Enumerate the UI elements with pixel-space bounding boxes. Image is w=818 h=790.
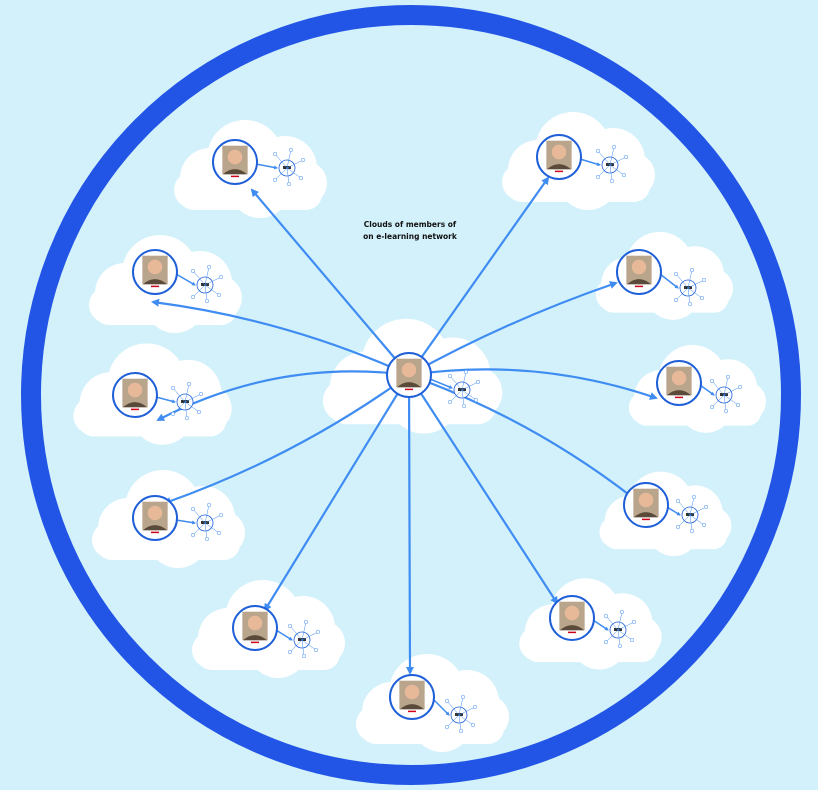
arrow-to-bottom-right	[408, 374, 559, 605]
center-member-avatar[interactable]	[386, 352, 432, 398]
diagram-title-line-2: on e-learning network	[363, 232, 458, 241]
name-label	[675, 396, 683, 399]
minimap-lower-left	[190, 502, 224, 542]
portrait-elder-man-icon	[396, 358, 422, 388]
member-avatar-bottom[interactable]	[389, 674, 435, 720]
minimap-middle-left	[170, 381, 204, 421]
arrow-to-middle-right	[408, 368, 658, 400]
member-avatar-upper-right[interactable]	[616, 249, 662, 295]
minimap-upper-left	[190, 264, 224, 304]
minimap-bottom	[444, 694, 478, 734]
portrait-woman-dark-icon	[142, 501, 168, 531]
clouds-layer	[73, 112, 767, 752]
portrait-woman-blonde-icon	[666, 366, 692, 396]
member-avatar-middle-right[interactable]	[656, 360, 702, 406]
portrait-woman-grey-icon	[122, 378, 148, 408]
name-label	[405, 388, 413, 391]
name-label	[568, 631, 576, 634]
portrait-woman-curly-icon	[399, 680, 425, 710]
nodes-layer	[112, 134, 743, 734]
link-top-right	[579, 158, 601, 167]
arrow-to-lower-right	[408, 373, 634, 499]
name-label	[251, 641, 259, 644]
arrow-to-bottom-left	[263, 374, 410, 612]
arrows-layer	[151, 158, 715, 716]
name-label	[555, 170, 563, 173]
arrow-to-bottom	[405, 374, 414, 675]
minimap-top-left	[272, 147, 306, 187]
name-label	[151, 531, 159, 534]
member-avatar-lower-left[interactable]	[132, 495, 178, 541]
link-bottom	[432, 698, 450, 716]
portrait-woman-red-icon	[222, 145, 248, 175]
portrait-man-tie-icon	[546, 140, 572, 170]
minimap-upper-right	[673, 267, 707, 307]
name-label	[635, 285, 643, 288]
portrait-woman-brown-icon	[626, 255, 652, 285]
member-avatar-top-right[interactable]	[536, 134, 582, 180]
member-avatar-bottom-right[interactable]	[549, 595, 595, 641]
arrow-to-upper-left	[151, 298, 410, 377]
name-label	[151, 285, 159, 288]
member-avatar-upper-left[interactable]	[132, 249, 178, 295]
minimap-center	[447, 369, 481, 409]
member-avatar-top-left[interactable]	[212, 139, 258, 185]
name-label	[231, 175, 239, 178]
member-avatar-middle-left[interactable]	[112, 372, 158, 418]
minimap-middle-right	[709, 374, 743, 414]
link-lower-left	[175, 519, 196, 525]
minimap-lower-right	[675, 494, 709, 534]
minimap-bottom-left	[287, 619, 321, 659]
diagram-title-line-1: Clouds of members of	[364, 220, 457, 229]
link-lower-right	[666, 506, 681, 516]
cloud-bottom-left	[192, 580, 345, 678]
link-top-left	[255, 163, 278, 170]
minimap-bottom-right	[603, 609, 637, 649]
portrait-woman-glasses-icon	[142, 255, 168, 285]
link-upper-left	[175, 273, 196, 286]
arrow-to-lower-left	[163, 374, 410, 505]
link-middle-left	[155, 396, 176, 404]
name-label	[408, 710, 416, 713]
member-avatar-lower-right[interactable]	[623, 482, 669, 528]
link-middle-right	[699, 384, 715, 396]
portrait-woman-darkhair-icon	[633, 488, 659, 518]
outer-ring	[21, 5, 801, 785]
arrow-to-top-left	[250, 188, 410, 376]
link-upper-right	[659, 273, 679, 289]
link-center	[429, 378, 453, 389]
arrow-to-upper-right	[408, 281, 618, 376]
portrait-man-suit-icon	[559, 601, 585, 631]
name-label	[642, 518, 650, 521]
arrow-to-top-right	[408, 176, 550, 376]
portrait-man-beard-icon	[242, 611, 268, 641]
minimap-top-right	[595, 144, 629, 184]
link-bottom-right	[592, 619, 609, 631]
link-bottom-left	[275, 629, 293, 641]
name-label	[131, 408, 139, 411]
member-avatar-bottom-left[interactable]	[232, 605, 278, 651]
